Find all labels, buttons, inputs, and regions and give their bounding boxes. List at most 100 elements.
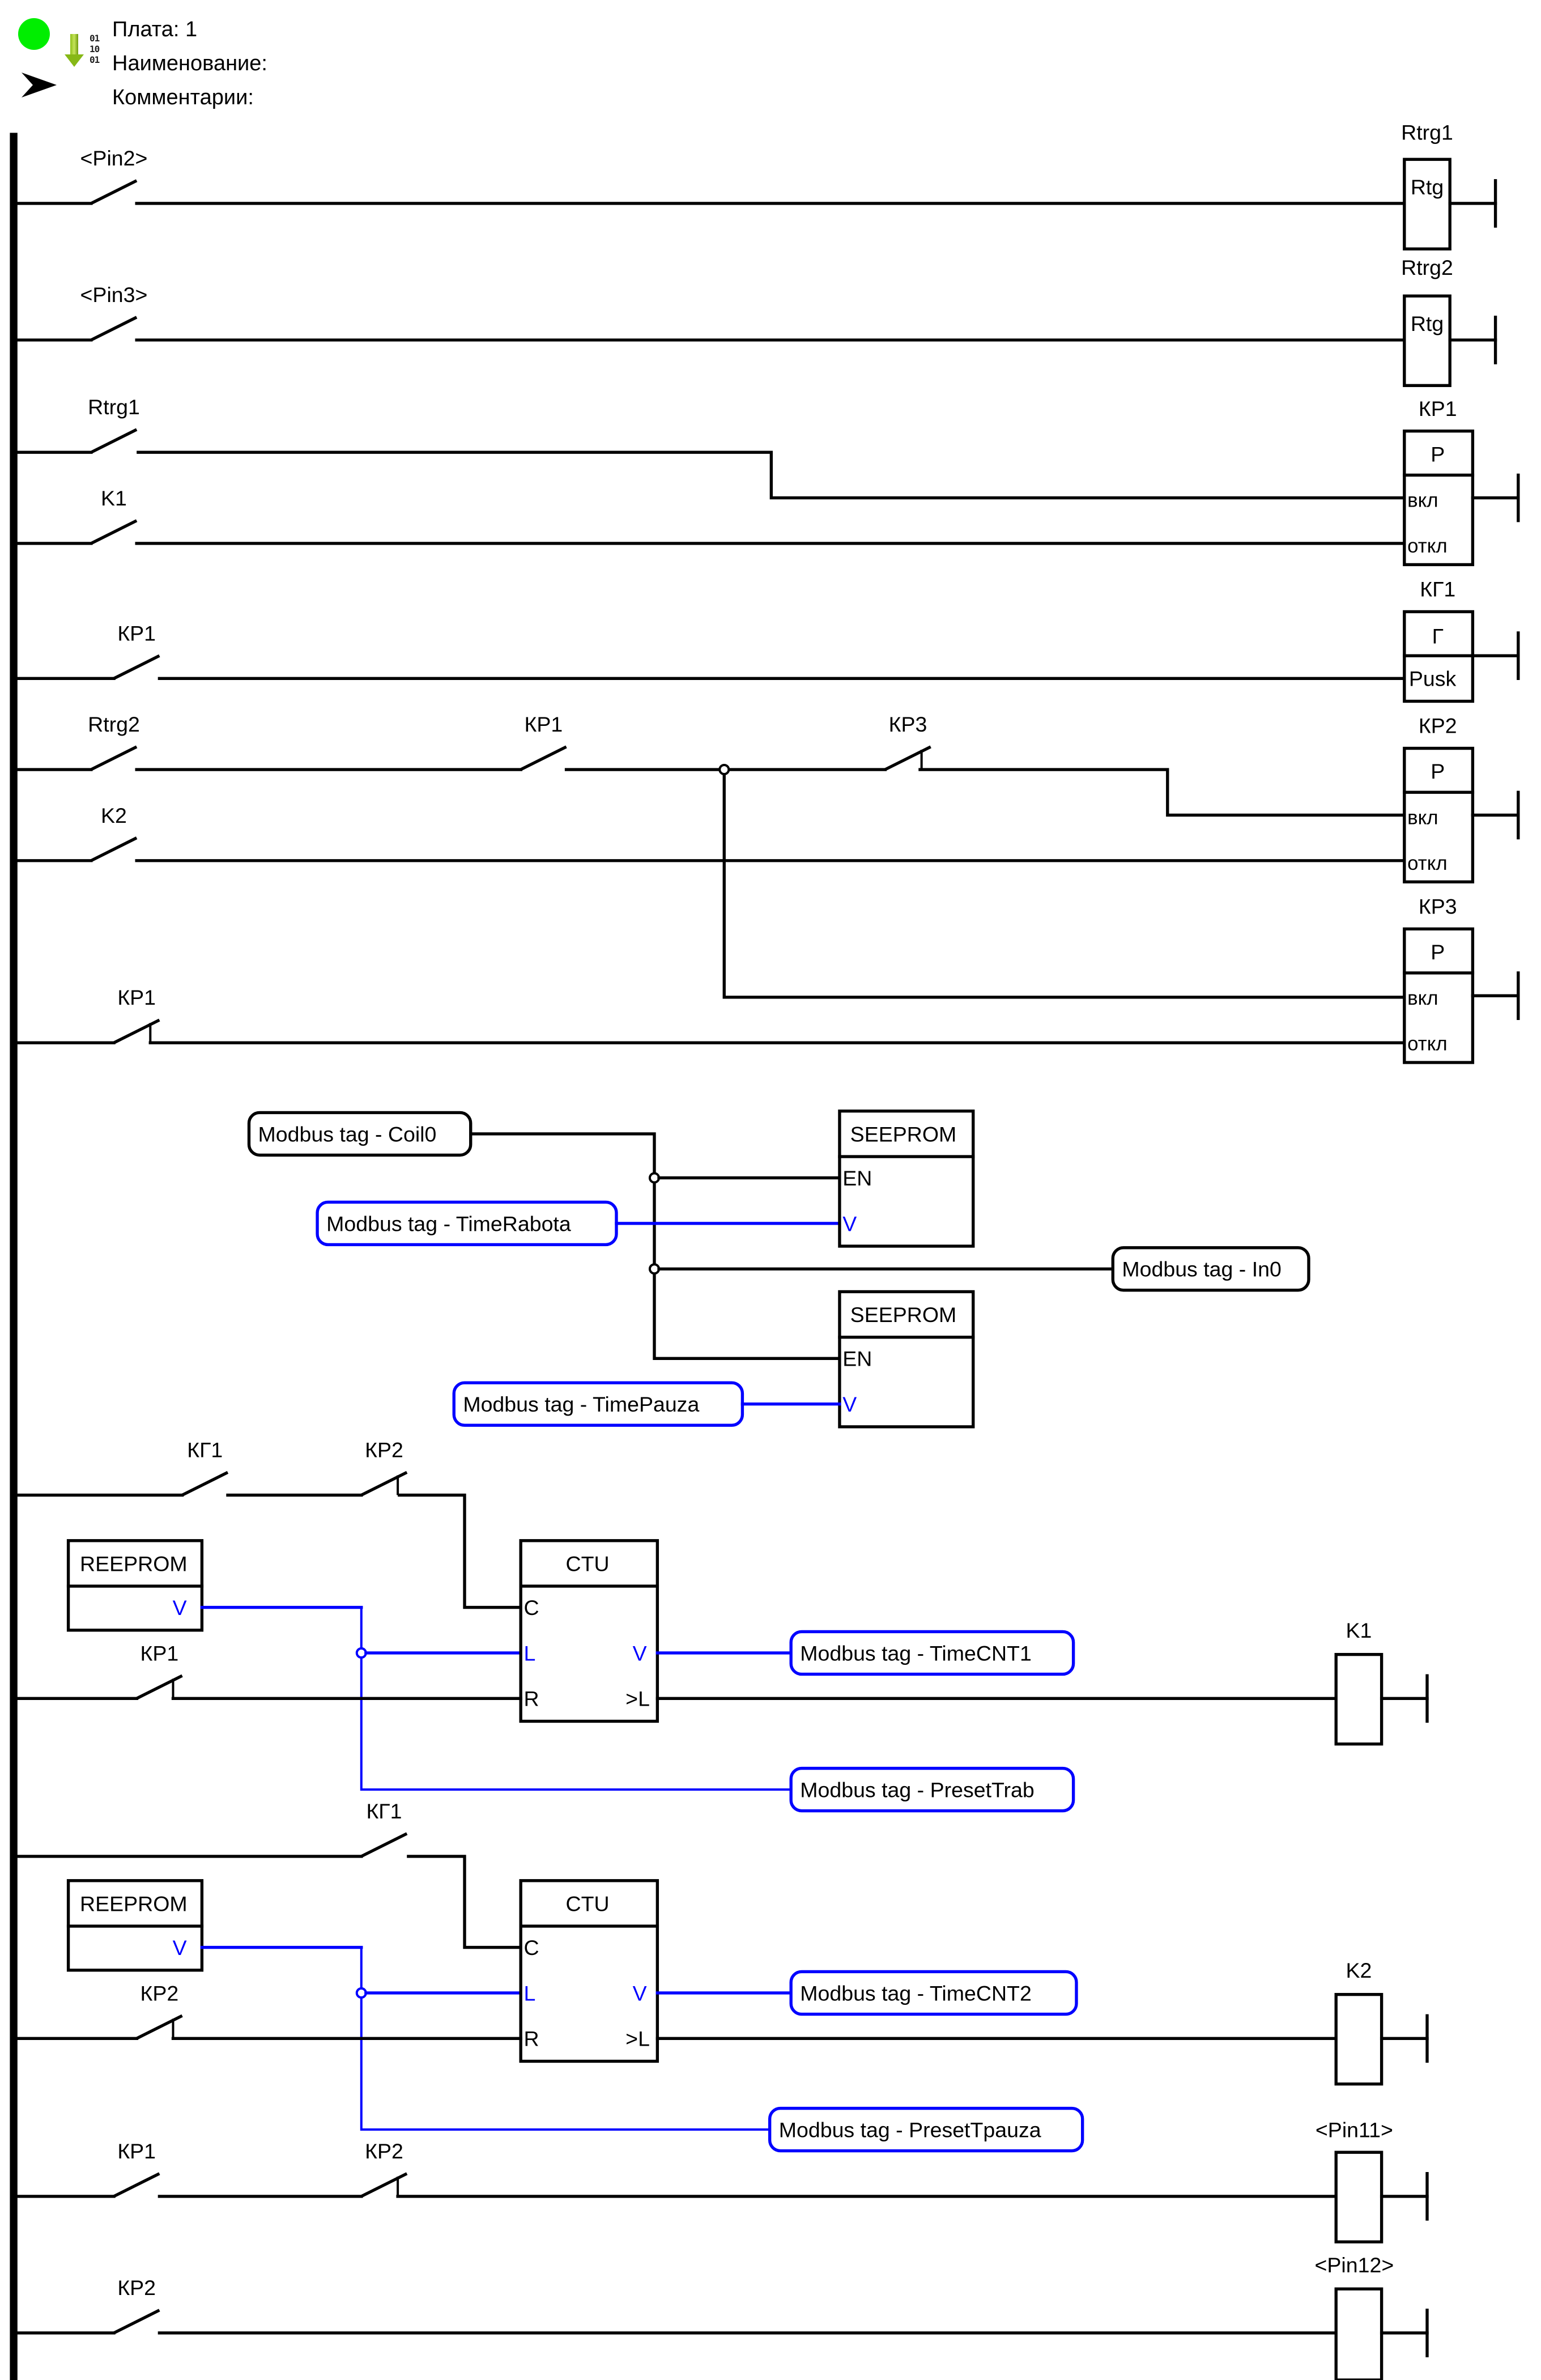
wire — [398, 1493, 521, 1609]
contact-label: <Pin2> — [80, 146, 148, 170]
output-v-label: V — [173, 1596, 187, 1620]
board-label: Плата: 1 — [112, 18, 198, 41]
output-gl-label: >L — [625, 1687, 650, 1711]
input-off-label: откл — [1407, 1033, 1448, 1055]
input-c-label: C — [524, 1936, 539, 1960]
coil-label: K2 — [1346, 1958, 1372, 1982]
block-type-label: Г — [1432, 624, 1444, 648]
block-label: КР3 — [1419, 895, 1457, 919]
contact-label: КР1 — [117, 621, 156, 645]
wire — [722, 774, 1404, 999]
input-r-label: R — [524, 1687, 539, 1711]
block-seeprom-2[interactable] — [838, 1290, 975, 1429]
contact-kp1[interactable] — [113, 654, 160, 680]
coil-label: K1 — [1346, 1618, 1372, 1642]
contact-kp2-nc[interactable] — [360, 1470, 408, 1497]
input-v-label: V — [842, 1212, 857, 1235]
contact-kp1-c[interactable] — [113, 2172, 160, 2198]
coil-label: Rtrg1 — [1401, 120, 1453, 144]
modbus-tag-label: Modbus tag - PresetTpauza — [779, 2118, 1041, 2141]
contact-label: КР1 — [117, 2139, 156, 2163]
contact-kg1[interactable] — [181, 1470, 229, 1497]
block-label: REEPROM — [80, 1892, 188, 1915]
arrow-pointer-icon[interactable] — [22, 73, 57, 97]
block-label: КР2 — [1419, 714, 1457, 738]
modbus-tag-in0[interactable] — [1111, 1246, 1310, 1292]
modbus-tag-label: Modbus tag - Coil0 — [258, 1122, 437, 1146]
contact-kp2-reset-nc[interactable] — [135, 2014, 183, 2040]
coil-pin12[interactable] — [1334, 2287, 1384, 2380]
contact-pin2[interactable] — [90, 179, 138, 205]
coil-pin11[interactable] — [1334, 2150, 1384, 2243]
contact-blade — [90, 519, 138, 545]
input-l-label: L — [524, 1981, 536, 2005]
coil-k1[interactable] — [1334, 1652, 1384, 1746]
modbus-tag-label: Modbus tag - TimeRabota — [326, 1212, 571, 1235]
output-v-label: V — [633, 1981, 647, 2005]
coil-rtrg1[interactable] — [1403, 158, 1451, 250]
contact-label: КР2 — [141, 1981, 179, 2005]
input-on-label: вкл — [1407, 490, 1438, 512]
name-label: Наименование: — [112, 52, 267, 75]
modbus-tag-label: Modbus tag - In0 — [1122, 1257, 1281, 1281]
modbus-tag-timecnt1[interactable] — [789, 1630, 1075, 1676]
contact-blade — [90, 179, 138, 205]
contact-blade — [113, 654, 160, 680]
block-kp1[interactable] — [1403, 430, 1475, 567]
contact-label: КР2 — [117, 2276, 156, 2300]
contact-label: КГ1 — [187, 1438, 223, 1461]
contact-k2[interactable] — [90, 836, 138, 862]
modbus-tag-timecnt2[interactable] — [789, 1970, 1078, 2016]
input-c-label: C — [524, 1596, 539, 1620]
contact-blade — [181, 1470, 229, 1497]
coil-type-label: Rtg — [1411, 175, 1444, 199]
contact-blade — [90, 316, 138, 342]
contact-kp3-nc[interactable] — [884, 745, 931, 771]
contact-rtrg1[interactable] — [90, 428, 138, 454]
input-label: Pusk — [1409, 667, 1457, 691]
contact-label: КР1 — [525, 712, 563, 736]
coil-rtrg2[interactable] — [1403, 294, 1451, 388]
modbus-tag-label: Modbus tag - PresetTrab — [800, 1778, 1034, 1801]
block-label: SEEPROM — [850, 1303, 957, 1327]
coil-k2[interactable] — [1334, 1992, 1384, 2086]
modbus-tag-label: Modbus tag - TimePauza — [463, 1392, 699, 1416]
modbus-tag-presettrab[interactable] — [789, 1766, 1075, 1813]
contact-label: КР1 — [117, 985, 156, 1009]
input-v-label: V — [842, 1392, 857, 1416]
contact-blade — [113, 2309, 160, 2335]
coil-label: <Pin12> — [1315, 2253, 1394, 2277]
comments-label: Комментарии: — [112, 86, 254, 109]
wire — [470, 1132, 840, 1360]
block-ctu-1[interactable] — [519, 1539, 659, 1723]
contact-kg1-b[interactable] — [360, 1832, 408, 1858]
contact-rtrg2[interactable] — [90, 745, 138, 771]
block-type-label: Р — [1431, 759, 1445, 783]
output-v-label: V — [173, 1936, 187, 1960]
wire — [407, 1855, 521, 1949]
contact-kp2-d[interactable] — [113, 2309, 160, 2335]
contact-kp1-nc[interactable] — [113, 1018, 160, 1044]
coil-label: <Pin11> — [1316, 2118, 1393, 2141]
block-ctu-2[interactable] — [519, 1879, 659, 2063]
junction-dot — [718, 763, 730, 776]
block-label: КР1 — [1419, 397, 1457, 420]
block-label: CTU — [566, 1892, 610, 1915]
contact-pin3[interactable] — [90, 316, 138, 342]
contact-label: K2 — [101, 804, 127, 827]
input-r-label: R — [524, 2027, 539, 2051]
wire — [137, 450, 1404, 500]
contact-kp2-nc-b[interactable] — [360, 2172, 408, 2198]
contact-k1[interactable] — [90, 519, 138, 545]
modbus-tag-label: Modbus tag - TimeCNT1 — [800, 1641, 1032, 1665]
modbus-tag-label: Modbus tag - TimeCNT2 — [800, 1981, 1032, 2005]
contact-blade — [90, 836, 138, 862]
block-seeprom-1[interactable] — [838, 1110, 975, 1248]
block-kp3[interactable] — [1403, 927, 1475, 1064]
modbus-tag-presettpauza[interactable] — [768, 2106, 1084, 2153]
block-label: REEPROM — [80, 1552, 188, 1575]
contact-kp1-reset-nc[interactable] — [135, 1674, 183, 1700]
contact-kp1-b[interactable] — [520, 745, 567, 771]
